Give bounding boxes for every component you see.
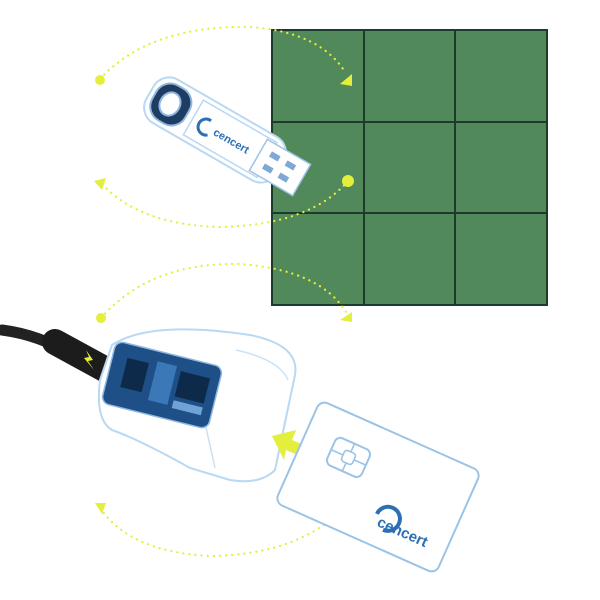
card-reader-icon [0, 324, 297, 483]
grid-cell [455, 213, 547, 305]
rotation-arrows-bottom [98, 262, 349, 558]
grid-cell [363, 30, 456, 122]
grid-cell [363, 213, 456, 305]
card-chip-icon [325, 436, 372, 478]
arrow-head [94, 178, 106, 190]
rotation-arrow-heads-top [94, 74, 354, 190]
arrow-start-dot [95, 75, 105, 85]
arrow-start-dot [342, 175, 354, 187]
arrow-head [95, 503, 106, 514]
green-grid [271, 29, 548, 306]
rotation-arrows-top [98, 25, 350, 229]
smart-card-icon: cencert [276, 401, 480, 573]
circuit-board [101, 341, 223, 429]
arrow-start-dot [96, 313, 106, 323]
arrow-head [340, 312, 352, 322]
grid-cell [272, 30, 364, 122]
arrow-head [340, 74, 352, 86]
grid-cell [272, 213, 364, 305]
usb-token-icon: cencert [143, 76, 312, 197]
grid-cell [455, 30, 547, 122]
grid-cell [455, 121, 547, 214]
grid-cell [363, 121, 456, 214]
usb-lightning-icon [84, 350, 94, 370]
